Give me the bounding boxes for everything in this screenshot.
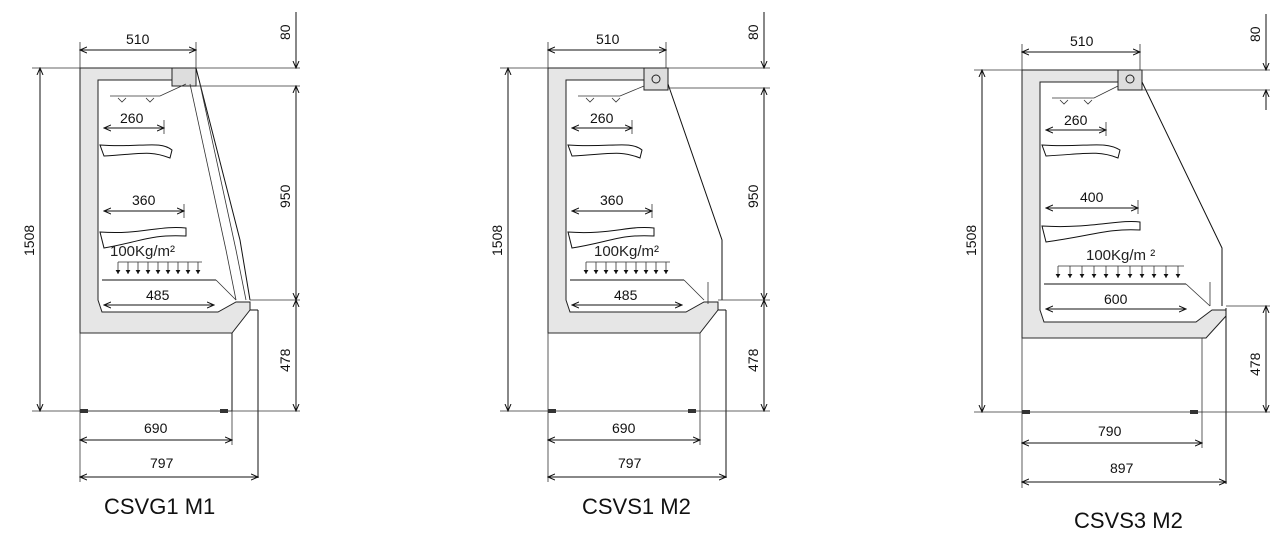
caption: CSVG1 M1 (104, 494, 215, 519)
dim-foot-width: 790 (1098, 423, 1122, 439)
dim-top-offset: 80 (277, 24, 293, 40)
drawing-csvs1-m2: 100Kg/m² 510 260 360 485 1508 80 950 478… (489, 12, 770, 519)
dim-shelf2: 360 (132, 192, 156, 208)
dim-base-height: 478 (277, 348, 293, 372)
dim-top-width: 510 (1070, 33, 1094, 49)
load-label: 100Kg/m² (594, 243, 659, 260)
dim-base-depth: 485 (614, 287, 638, 303)
load-label: 100Kg/m ² (1086, 247, 1155, 264)
load-label: 100Kg/m² (110, 243, 175, 260)
dim-foot-width: 690 (612, 420, 636, 436)
dim-shelf1: 260 (590, 110, 614, 126)
dim-top-offset: 80 (745, 24, 761, 40)
dim-total-width: 897 (1110, 460, 1134, 476)
dim-foot-width: 690 (144, 420, 168, 436)
dim-top-width: 510 (126, 31, 150, 47)
dim-total-width: 797 (150, 455, 174, 471)
dim-base-depth: 485 (146, 287, 170, 303)
caption: CSVS1 M2 (582, 494, 691, 519)
dim-base-height: 478 (1247, 352, 1263, 376)
drawing-csvg1-m1: 100Kg/m² 510 260 360 485 1508 80 950 478 (21, 12, 300, 519)
dim-top-width: 510 (596, 31, 620, 47)
dim-front-height: 950 (745, 184, 761, 208)
dim-front-height: 950 (277, 184, 293, 208)
dim-base-depth: 600 (1104, 291, 1128, 307)
caption: CSVS3 M2 (1074, 508, 1183, 533)
dim-height: 1508 (21, 225, 37, 256)
dim-height: 1508 (963, 225, 979, 256)
drawing-csvs3-m2: 100Kg/m ² 510 260 400 600 1508 80 478 79… (963, 14, 1270, 533)
dim-top-offset: 80 (1247, 26, 1263, 42)
dim-shelf1: 260 (120, 110, 144, 126)
dim-shelf2: 360 (600, 192, 624, 208)
dim-height: 1508 (489, 225, 505, 256)
dim-shelf1: 260 (1064, 112, 1088, 128)
dim-shelf2: 400 (1080, 189, 1104, 205)
dim-total-width: 797 (618, 455, 642, 471)
dim-base-height: 478 (745, 348, 761, 372)
